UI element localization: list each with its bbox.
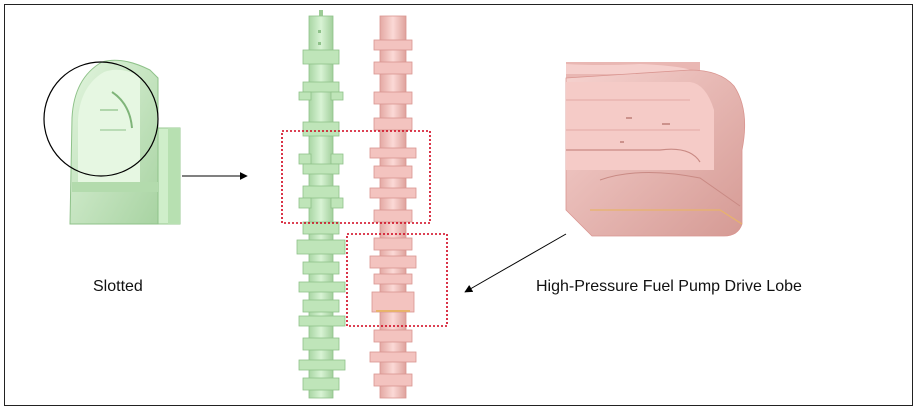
highlight-box-pump-lobe bbox=[346, 233, 448, 327]
slot-focus-circle bbox=[43, 61, 159, 177]
pink-camshaft bbox=[369, 15, 417, 399]
arrow-to-pump-lobe bbox=[464, 233, 567, 293]
label-hp-fuel-pump-lobe: High-Pressure Fuel Pump Drive Lobe bbox=[536, 278, 802, 295]
highlight-box-slotted bbox=[281, 130, 431, 224]
slotted-lobe-closeup bbox=[43, 59, 181, 225]
green-camshaft bbox=[296, 10, 346, 399]
pump-lobe-closeup bbox=[565, 62, 746, 237]
label-slotted: Slotted bbox=[93, 278, 143, 295]
